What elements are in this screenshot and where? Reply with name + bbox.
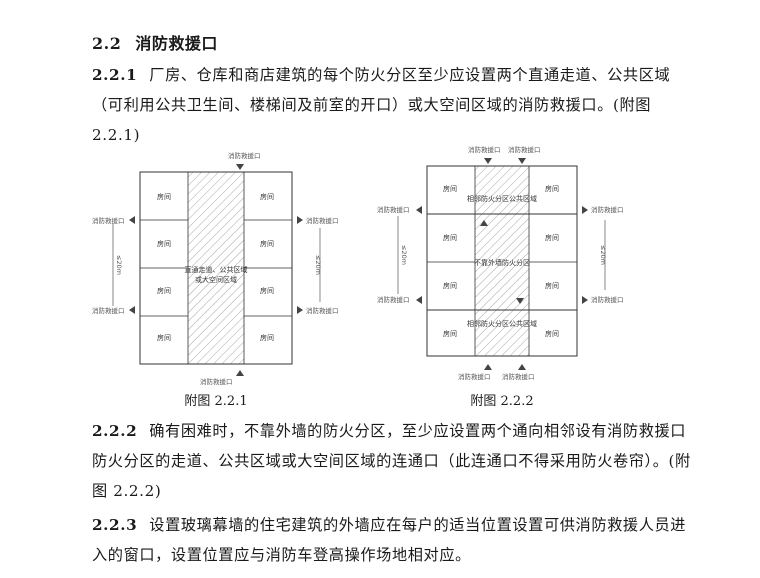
fig2-arrow-top-1	[484, 158, 492, 164]
fig2-rescue-top-2: 消防救援口	[508, 145, 541, 154]
fig2-top-zone: 相邻防火分区公共区域	[467, 194, 537, 203]
fig2-arrow-left-upper	[416, 206, 422, 214]
section-heading: 2.2 消防救援口	[92, 30, 218, 54]
fig2-rescue-top-1: 消防救援口	[468, 145, 501, 154]
paragraph-text: 厂房、仓库和商店建筑的每个防火分区至少应设置两个直通走道、公共区域（可利用公共卫…	[92, 66, 671, 144]
fig2-room: 房间	[443, 184, 457, 193]
fig2-arrow-bottom-1	[484, 364, 492, 370]
fig1-corridor	[187, 171, 245, 365]
fig1-room: 房间	[260, 286, 274, 295]
fig2-arrow-top-2	[518, 158, 526, 164]
fig1-room: 房间	[260, 192, 274, 201]
paragraph-text: 确有困难时，不靠外墙的防火分区，至少应设置两个通向相邻设有消防救援口防火分区的走…	[92, 422, 691, 500]
fig1-room: 房间	[157, 192, 171, 201]
fig2-rescue-right-1: 消防救援口	[591, 205, 624, 214]
fig2-rescue-left-2: 消防救援口	[377, 295, 410, 304]
fig2-dim-left: ≤20m	[400, 245, 408, 265]
fig2-rescue-bottom-1: 消防救援口	[458, 372, 491, 381]
figure-2-2-1: 消防救援口 房间 房间 房间 房间 房间 房间 房间 房间 直通走道、公共区域 …	[92, 151, 339, 409]
fig2-caption: 附图 2.2.2	[470, 394, 533, 409]
fig1-rescue-bottom-label: 消防救援口	[200, 377, 233, 386]
fig1-arrow-right-lower	[297, 306, 303, 314]
fig1-room: 房间	[260, 333, 274, 342]
fig1-caption: 附图 2.2.1	[184, 394, 247, 409]
fig2-room: 房间	[545, 233, 559, 242]
fig2-rescue-right-2: 消防救援口	[591, 295, 624, 304]
fig1-room: 房间	[157, 286, 171, 295]
fig2-rescue-bottom-2: 消防救援口	[502, 372, 535, 381]
fig1-center-label: 直通走道、公共区域	[185, 265, 248, 274]
fig2-room: 房间	[443, 281, 457, 290]
figure-2-2-2: 消防救援口 消防救援口 房间 房间 房间 房间 房间 房间 房间 房间 相邻防火…	[377, 145, 624, 409]
fig1-dim-left: ≤20m	[115, 255, 123, 275]
paragraph-number: 2.2.1	[92, 66, 138, 84]
fig2-corridor	[474, 165, 530, 357]
fig1-room: 房间	[157, 333, 171, 342]
fig2-bottom-zone: 相邻防火分区公共区域	[467, 319, 537, 328]
fig2-dim-right: ≤20m	[599, 245, 607, 265]
fig2-arrow-inner-up	[480, 220, 488, 226]
section-title: 消防救援口	[135, 34, 218, 53]
fig1-rescue-right-1: 消防救援口	[306, 216, 339, 225]
fig1-rescue-right-2: 消防救援口	[306, 306, 339, 315]
paragraph-number: 2.2.3	[92, 516, 138, 534]
fig2-room: 房间	[545, 184, 559, 193]
fig2-room: 房间	[443, 329, 457, 338]
fig2-room: 房间	[545, 329, 559, 338]
fig1-rescue-left-1: 消防救援口	[92, 216, 125, 225]
fig2-mid-zone: 不靠外墙防火分区	[474, 258, 530, 267]
fig2-rescue-left-1: 消防救援口	[377, 205, 410, 214]
fig2-arrow-right-lower	[582, 296, 588, 304]
fig2-arrow-left-lower	[416, 296, 422, 304]
fig2-room: 房间	[545, 281, 559, 290]
fig1-arrow-right-upper	[297, 216, 303, 224]
fig1-arrow-top	[236, 164, 244, 170]
fig2-arrow-right-upper	[582, 206, 588, 214]
fig1-rescue-left-2: 消防救援口	[92, 306, 125, 315]
fig2-room: 房间	[443, 233, 457, 242]
fig1-room: 房间	[157, 239, 171, 248]
paragraph-number: 2.2.2	[92, 422, 138, 440]
fig1-rescue-top-label: 消防救援口	[228, 151, 261, 160]
section-number: 2.2	[92, 34, 122, 53]
fig1-center-label-2: 或大空间区域	[195, 275, 237, 284]
fig1-arrow-bottom	[236, 370, 244, 376]
fig1-arrow-left-lower	[129, 306, 135, 314]
fig2-arrow-inner-down	[516, 298, 524, 304]
fig1-room: 房间	[260, 239, 274, 248]
paragraph-text: 设置玻璃幕墙的住宅建筑的外墙应在每户的适当位置设置可供消防救援人员进入的窗口，设…	[92, 516, 687, 564]
fig2-arrow-bottom-2	[518, 364, 526, 370]
fig1-dim-right: ≤20m	[314, 255, 322, 275]
fig1-arrow-left-upper	[129, 216, 135, 224]
